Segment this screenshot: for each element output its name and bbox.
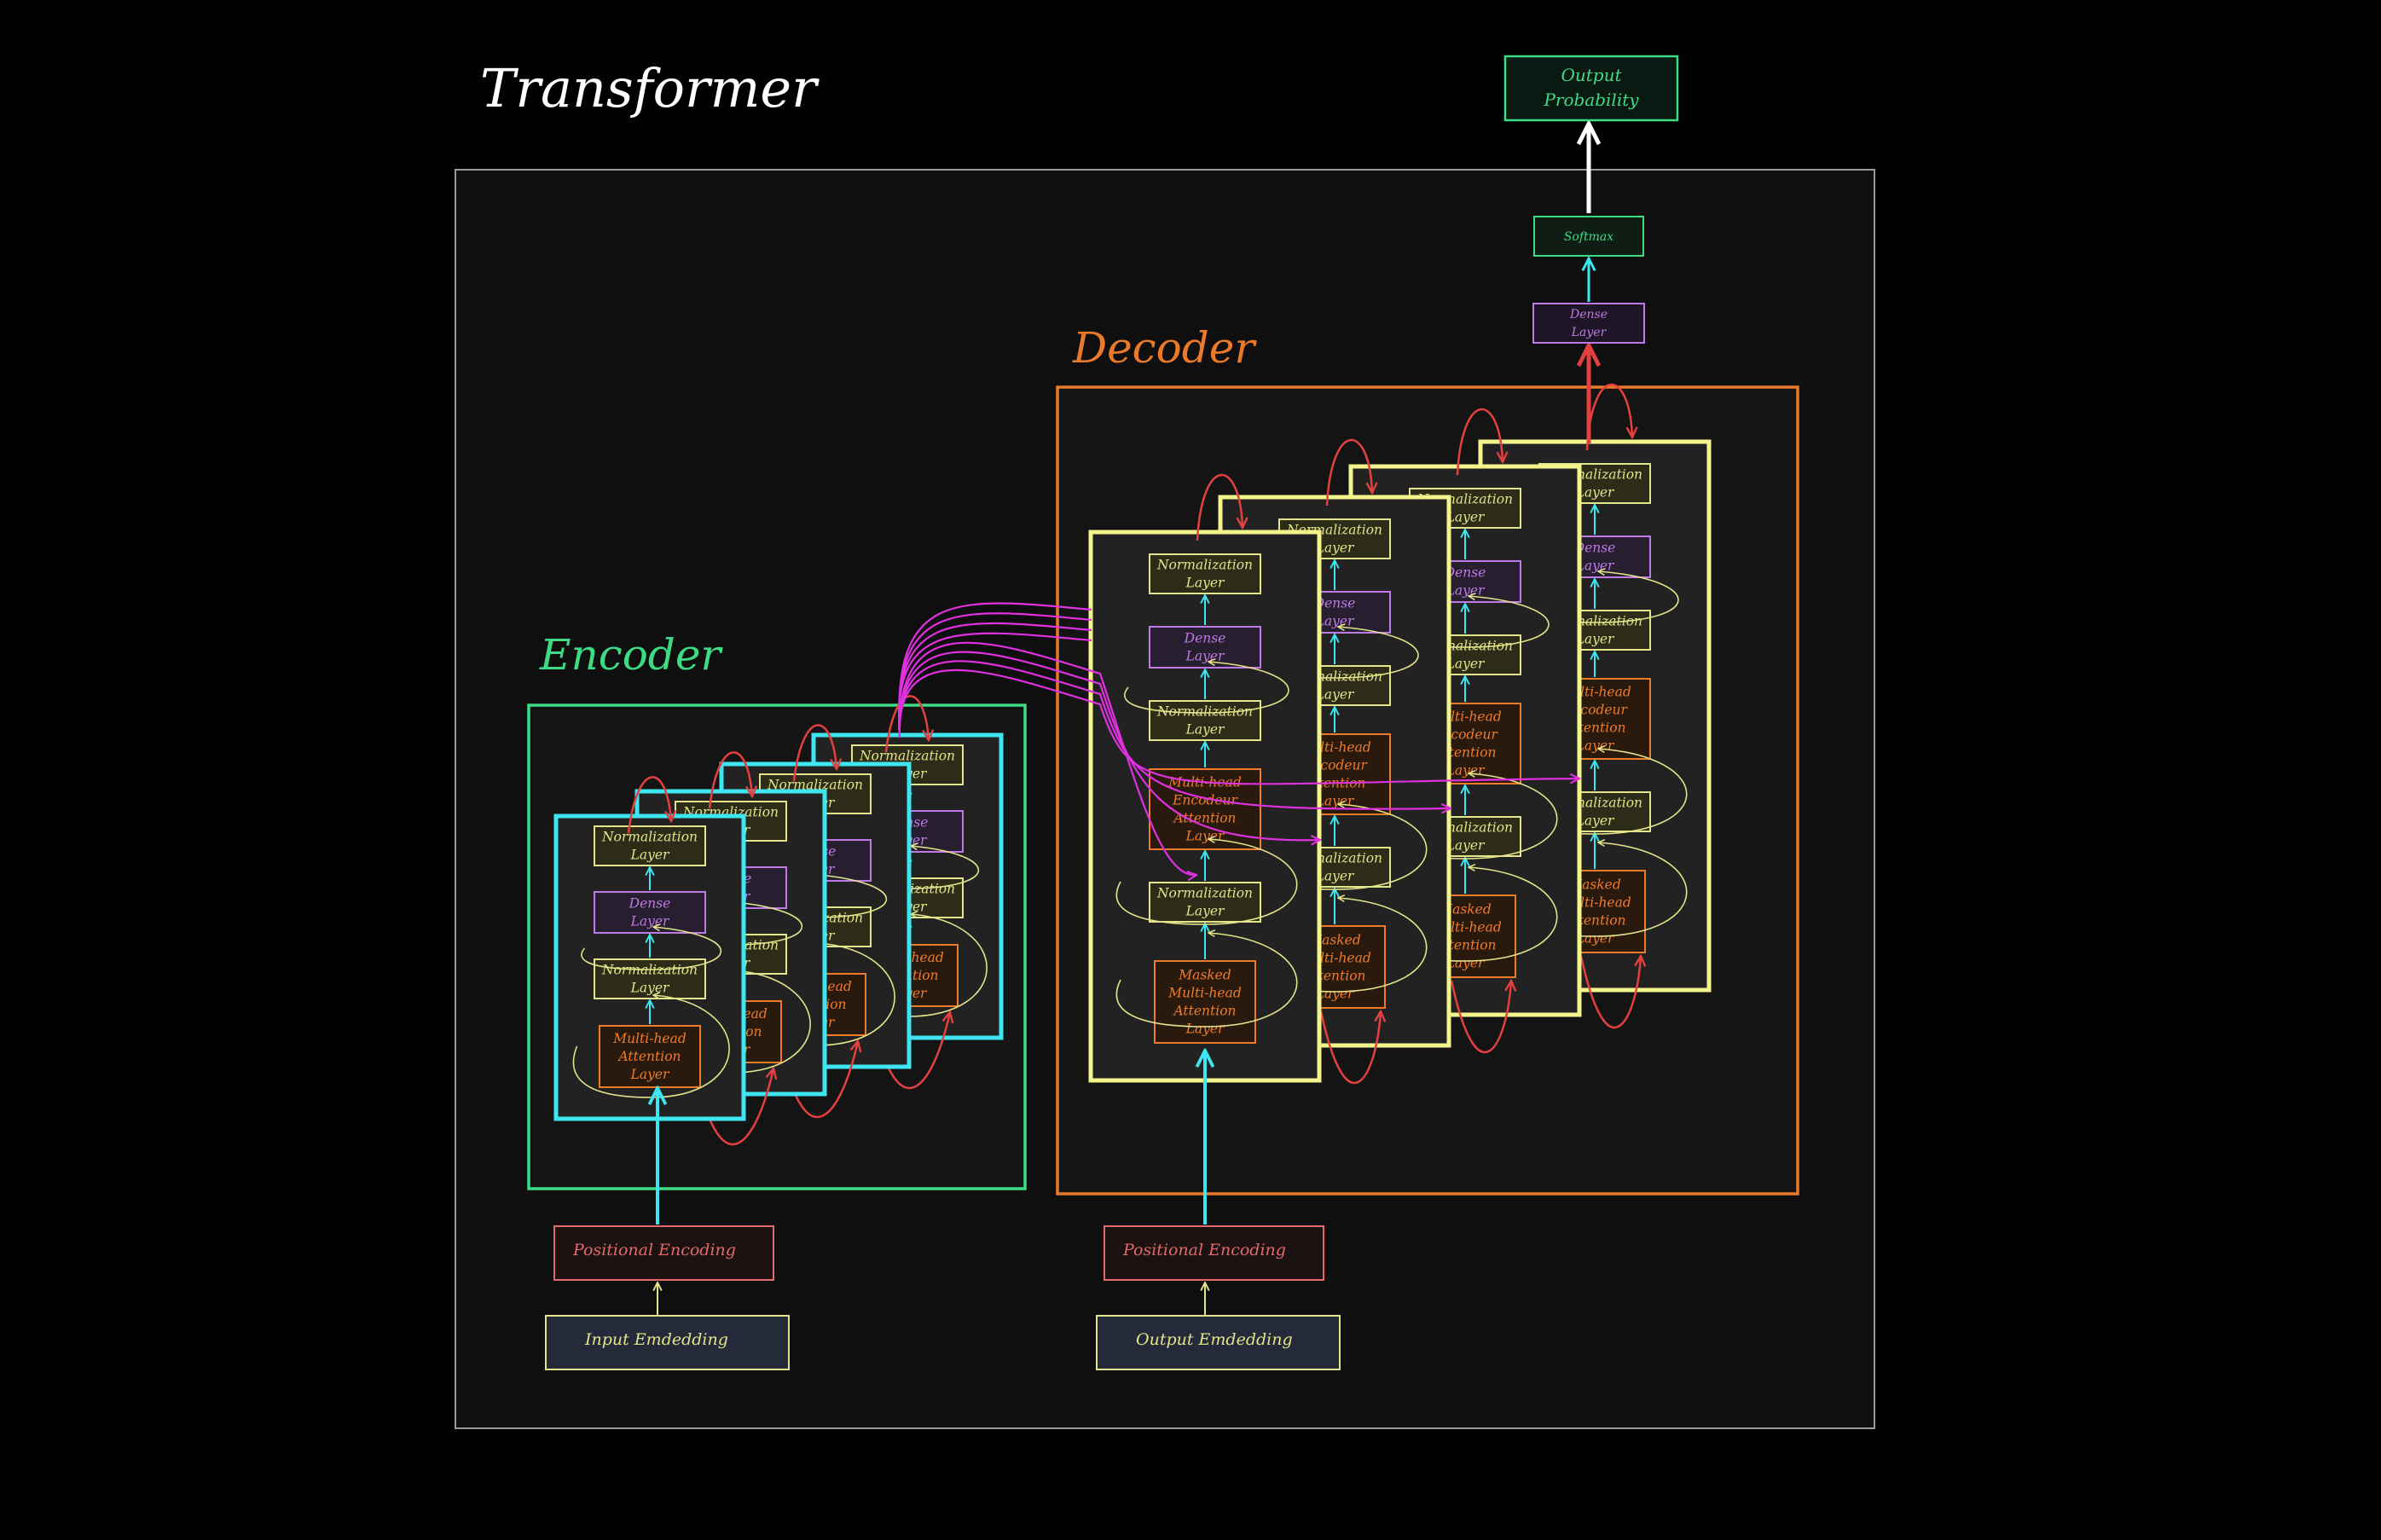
decoder-dense-label-line1: Dense xyxy=(1184,631,1226,646)
encoder-norm-top-label-line2: Layer xyxy=(630,848,670,863)
decoder-masked-attention-label-line1: Masked xyxy=(1178,968,1231,983)
layer-stacks: NormalizationLayerDenseLayerNormalizatio… xyxy=(553,383,1712,1224)
encoder-block-4: NormalizationLayerDenseLayerNormalizatio… xyxy=(553,813,746,1121)
decoder-dense-label-line1: Dense xyxy=(1444,565,1486,581)
decoder-masked-attention-label-line1: Masked xyxy=(1438,902,1492,918)
encoder-dense-label-line1: Dense xyxy=(629,896,671,912)
decoder-dense-label-line2: Layer xyxy=(1445,583,1486,599)
decoder-dense-label-line1: Dense xyxy=(1313,596,1356,611)
output-probability-line2: Probability xyxy=(1543,90,1639,110)
encoder-residual-arc-top xyxy=(884,695,929,753)
encoder-decoder-cross-connection xyxy=(898,632,1579,784)
decoder-masked-attention-label-line3: Attention xyxy=(1172,1004,1236,1019)
decoder-residual-arc-top xyxy=(1325,438,1372,507)
softmax-label: Softmax xyxy=(1564,230,1613,244)
decoder-cross-attention-label-line3: Attention xyxy=(1172,811,1236,826)
decoder-residual-arc-top xyxy=(1196,473,1243,541)
head-dense-label-line2: Layer xyxy=(1571,326,1608,339)
decoder-masked-attention-label-line4: Layer xyxy=(1575,931,1615,947)
encoder-attention-label-line3: Layer xyxy=(630,1067,670,1082)
output-probability-line1: Output xyxy=(1561,65,1622,85)
head-dense-label-line1: Dense xyxy=(1569,308,1608,321)
decoder-norm-bottom-label-line2: Layer xyxy=(1575,813,1615,829)
decoder-positional-encoding-box xyxy=(1104,1225,1324,1281)
softmax-box xyxy=(1533,216,1644,257)
decoder-residual-loop xyxy=(1115,933,1298,1028)
head-dense-box xyxy=(1532,303,1645,344)
encoder-residual-arc-top xyxy=(708,751,752,809)
decoder-norm-bottom-label-line2: Layer xyxy=(1445,838,1486,854)
encoder-norm-top-label-line1: Normalization xyxy=(859,749,955,764)
encoder-norm-top-label-line1: Normalization xyxy=(601,830,698,845)
encoder-attention-label-line1: Multi-head xyxy=(612,1031,686,1046)
encoder-heading: Encoder xyxy=(539,630,723,680)
decoder-dense-label-line1: Dense xyxy=(1573,541,1616,556)
encoder-residual-loop xyxy=(572,995,730,1098)
decoder-norm-top-label-line2: Layer xyxy=(1315,541,1355,556)
encoder-positional-encoding-box xyxy=(553,1225,774,1281)
decoder-residual-loop xyxy=(1115,839,1298,925)
output-probability-box xyxy=(1503,55,1679,122)
decoder-cross-attention-label-line2: Encodeur xyxy=(1172,793,1238,808)
encoder-block-border xyxy=(553,813,746,1121)
encoder-residual-arc-top xyxy=(627,776,671,834)
input-embedding-box xyxy=(545,1315,790,1370)
encoder-attention-label-line2: Attention xyxy=(617,1049,681,1064)
input-embedding-label: Input Emdedding xyxy=(584,1330,728,1349)
decoder-masked-attention-label-line4: Layer xyxy=(1315,987,1355,1002)
decoder-norm-mid-box xyxy=(1149,700,1261,741)
decoder-norm-bottom-label-line2: Layer xyxy=(1185,904,1225,919)
decoder-norm-top-box xyxy=(1149,553,1261,594)
decoder-norm-bottom-label-line2: Layer xyxy=(1315,869,1355,884)
decoder-norm-top-label-line2: Layer xyxy=(1445,510,1486,525)
decoder-norm-bottom-label-line1: Normalization xyxy=(1156,886,1253,901)
decoder-norm-mid-label-line2: Layer xyxy=(1315,687,1355,703)
output-embedding-label: Output Emdedding xyxy=(1136,1330,1293,1349)
decoder-positional-encoding-label: Positional Encoding xyxy=(1122,1241,1286,1259)
decoder-cross-attention-label-line4: Layer xyxy=(1445,763,1486,779)
encoder-residual-arc-top xyxy=(792,724,837,782)
decoder-dense-label-line2: Layer xyxy=(1185,649,1225,664)
encoder-norm-mid-label-line2: Layer xyxy=(630,981,670,996)
decoder-masked-attention-box xyxy=(1154,960,1256,1044)
decoder-residual-arc-bottom xyxy=(1450,981,1511,1054)
decoder-norm-bottom-box xyxy=(1149,882,1261,923)
decoder-residual-loop xyxy=(1123,662,1289,714)
encoder-norm-top-label-line1: Normalization xyxy=(767,778,863,793)
decoder-heading: Decoder xyxy=(1072,323,1257,373)
decoder-norm-mid-label-line1: Normalization xyxy=(1156,704,1253,720)
encoder-dense-label-line2: Layer xyxy=(630,914,670,929)
encoder-positional-encoding-label: Positional Encoding xyxy=(572,1241,736,1259)
decoder-norm-top-label-line1: Normalization xyxy=(1156,558,1253,573)
encoder-residual-loop xyxy=(581,927,721,970)
decoder-norm-top-label-line2: Layer xyxy=(1575,485,1615,501)
decoder-norm-mid-label-line2: Layer xyxy=(1185,722,1225,738)
decoder-masked-attention-label-line4: Layer xyxy=(1445,956,1486,971)
decoder-masked-attention-label-line4: Layer xyxy=(1185,1022,1225,1037)
page-title: Transformer xyxy=(480,57,820,119)
encoder-norm-top-box xyxy=(594,825,706,866)
output-embedding-box xyxy=(1096,1315,1341,1370)
decoder-norm-top-label-line2: Layer xyxy=(1185,576,1225,591)
decoder-norm-mid-label-line2: Layer xyxy=(1575,632,1615,647)
decoder-masked-attention-label-line2: Multi-head xyxy=(1167,986,1242,1001)
decoder-residual-arc-bottom xyxy=(1319,1011,1381,1085)
decoder-residual-arc-top xyxy=(1456,408,1503,476)
decoder-norm-mid-label-line2: Layer xyxy=(1445,657,1486,672)
decoder-residual-arc-bottom xyxy=(1579,956,1641,1029)
